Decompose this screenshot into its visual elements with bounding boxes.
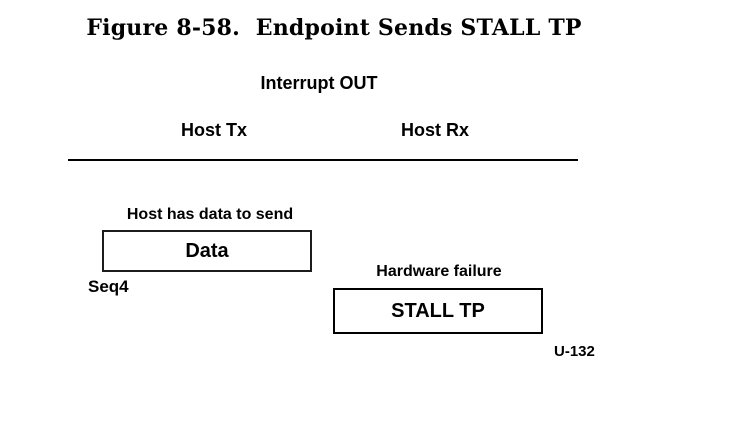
sequence-number-tag: Seq4 (88, 277, 129, 296)
data-packet-box: Data (102, 230, 312, 272)
transfer-type-label: Interrupt OUT (260, 73, 378, 93)
stall-tp-packet-label: STALL TP (391, 299, 485, 322)
host-has-data-note: Host has data to send (126, 206, 294, 223)
figure-title: Figure 8-58. Endpoint Sends STALL TP (86, 15, 582, 41)
stall-tp-packet-box: STALL TP (333, 288, 543, 334)
host-tx-column-header: Host Tx (180, 120, 247, 140)
timeline-divider (68, 159, 578, 161)
host-rx-column-header: Host Rx (400, 120, 469, 140)
data-packet-label: Data (185, 239, 229, 262)
figure-reference-number: U-132 (554, 343, 595, 360)
hardware-failure-note: Hardware failure (376, 263, 502, 280)
